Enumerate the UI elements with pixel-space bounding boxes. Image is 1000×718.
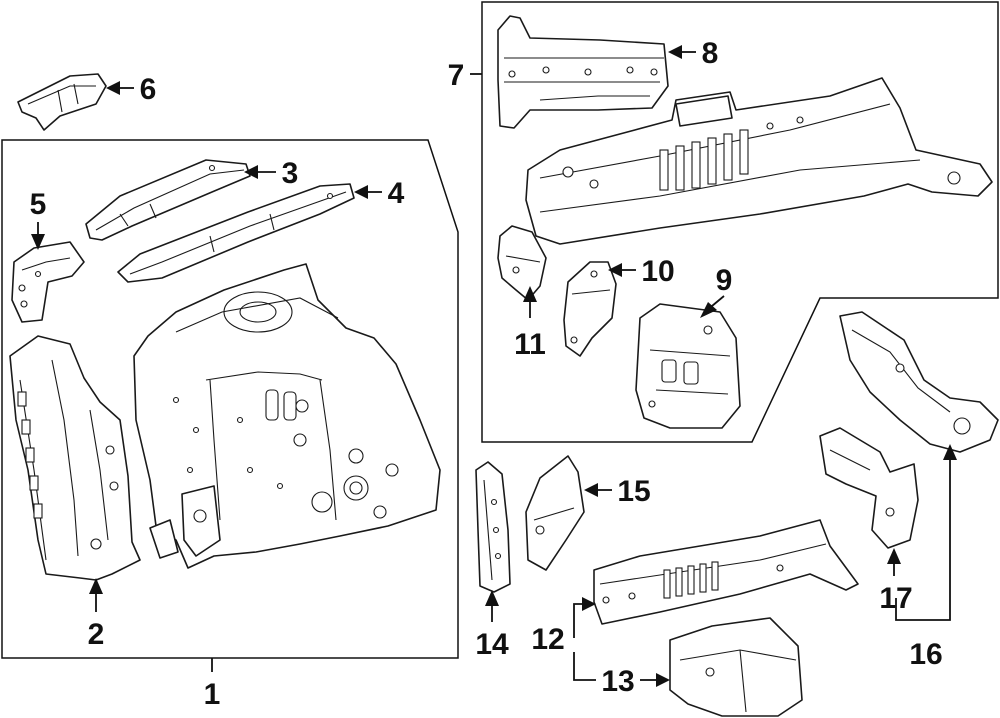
arrow-16 — [943, 444, 957, 460]
group-frame-right — [481, 1, 999, 443]
callout-15: 15 — [617, 475, 650, 508]
part-14-pillar — [475, 461, 511, 593]
callout-2: 2 — [88, 618, 105, 651]
callout-14: 14 — [475, 628, 509, 661]
callout-1: 1 — [204, 678, 221, 711]
part-9-panel — [635, 303, 741, 429]
callout-9: 9 — [716, 264, 733, 297]
part-7-side-member — [525, 77, 993, 245]
callout-3: 3 — [282, 157, 299, 190]
callout-10: 10 — [641, 255, 674, 288]
part-5-bracket — [11, 241, 85, 323]
arrow-2 — [89, 578, 103, 594]
callout-13: 13 — [601, 665, 634, 698]
arrow-9 — [700, 302, 717, 318]
leader-13-stem — [573, 652, 596, 681]
arrow-4 — [354, 185, 368, 199]
callout-16: 16 — [909, 638, 942, 671]
part-10-bracket — [563, 261, 617, 357]
callout-4: 4 — [388, 177, 405, 210]
arrow-5 — [31, 234, 45, 250]
callout-11: 11 — [514, 328, 546, 361]
part-13-lower-bracket — [669, 617, 803, 717]
arrow-3 — [244, 165, 258, 179]
callout-12: 12 — [531, 623, 564, 656]
callout-7: 7 — [448, 59, 465, 92]
part-17-bracket — [819, 427, 919, 549]
arrow-11 — [523, 286, 537, 302]
part-12-lower-member — [593, 519, 859, 625]
callout-5: 5 — [30, 188, 47, 221]
callout-6: 6 — [140, 73, 157, 106]
arrow-6 — [106, 81, 120, 95]
callout-17: 17 — [879, 582, 912, 615]
arrow-10 — [608, 263, 622, 277]
part-16-extension — [839, 311, 999, 453]
part-1-apron-assembly — [133, 263, 441, 569]
arrow-14 — [485, 590, 499, 606]
group-frame-left — [1, 139, 459, 659]
part-15-bracket — [525, 455, 585, 571]
leader-12-13 — [573, 603, 584, 638]
arrow-15 — [584, 483, 598, 497]
leader-16 — [895, 458, 951, 621]
part-6-bracket — [17, 73, 107, 131]
part-8-bracket — [497, 15, 669, 129]
part-2-apron-panel — [9, 335, 141, 581]
callout-8: 8 — [702, 37, 719, 70]
part-11-bracket — [497, 225, 547, 301]
arrow-17 — [887, 548, 901, 564]
part-4-reinforcement — [117, 183, 355, 283]
arrow-12 — [582, 597, 596, 611]
arrow-8 — [668, 45, 682, 59]
part-3-upper-member — [85, 159, 251, 241]
leader-9 — [711, 295, 725, 307]
arrow-13 — [656, 673, 670, 687]
